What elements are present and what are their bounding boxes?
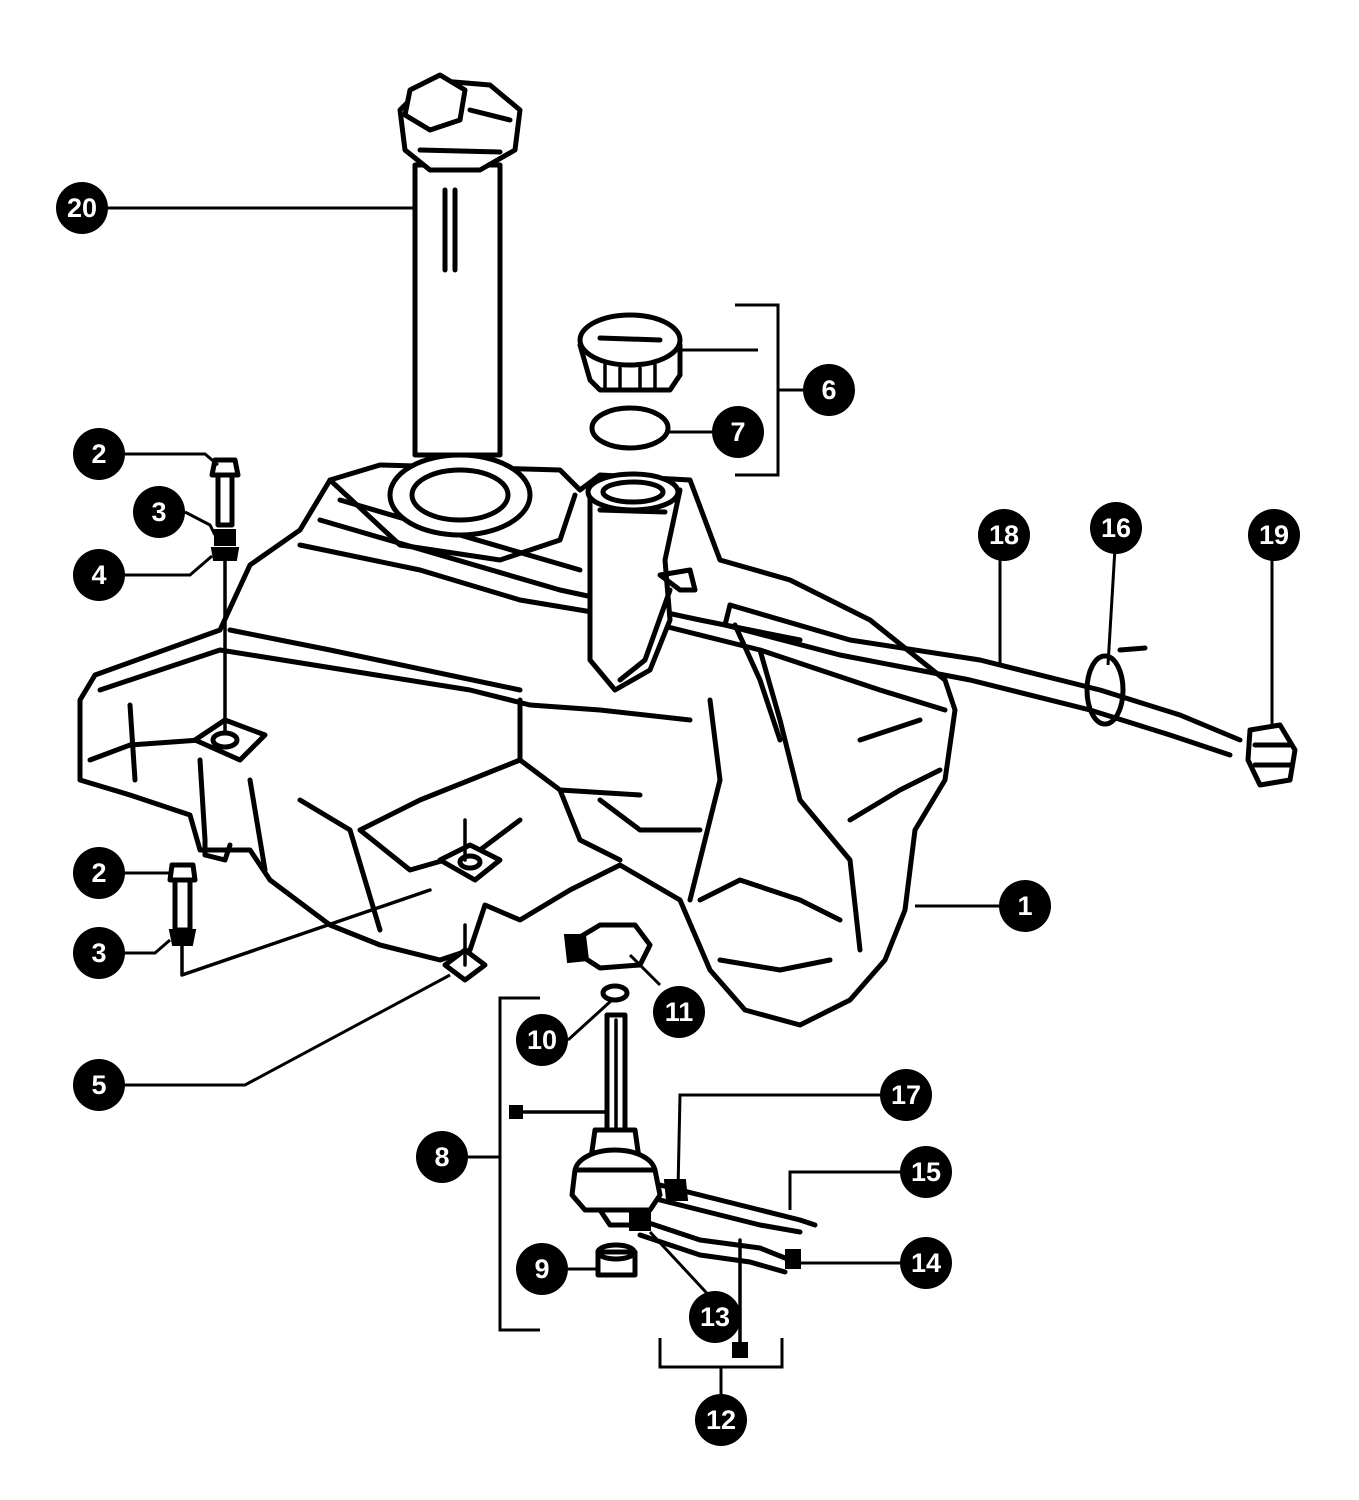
svg-text:13: 13 xyxy=(700,1302,730,1332)
callout-14: 14 xyxy=(900,1237,952,1289)
callout-19: 19 xyxy=(1248,509,1300,561)
callout-8: 8 xyxy=(416,1131,468,1183)
callout-20: 20 xyxy=(56,182,108,234)
callout-2-lower: 2 xyxy=(73,847,125,899)
vent-hose xyxy=(722,602,1298,788)
svg-text:2: 2 xyxy=(91,858,106,888)
callout-16: 16 xyxy=(1090,502,1142,554)
callout-15: 15 xyxy=(900,1146,952,1198)
callout-17: 17 xyxy=(880,1069,932,1121)
svg-text:20: 20 xyxy=(67,193,97,223)
filler-tube xyxy=(387,72,533,538)
svg-text:4: 4 xyxy=(91,560,106,590)
svg-text:8: 8 xyxy=(434,1142,449,1172)
svg-text:18: 18 xyxy=(989,520,1019,550)
lower-bolt xyxy=(167,818,467,977)
callout-6: 6 xyxy=(803,364,855,416)
callout-5: 5 xyxy=(73,1059,125,1111)
callout-7: 7 xyxy=(712,406,764,458)
svg-text:14: 14 xyxy=(911,1248,941,1278)
svg-text:5: 5 xyxy=(91,1070,106,1100)
svg-text:19: 19 xyxy=(1259,520,1289,550)
svg-text:16: 16 xyxy=(1101,513,1131,543)
callout-3-lower: 3 xyxy=(73,927,125,979)
svg-text:7: 7 xyxy=(730,417,745,447)
svg-text:12: 12 xyxy=(706,1405,736,1435)
svg-text:6: 6 xyxy=(821,375,836,405)
svg-text:3: 3 xyxy=(91,938,106,968)
callout-2-upper: 2 xyxy=(73,428,125,480)
fuel-tap-assembly xyxy=(509,922,818,1358)
svg-text:11: 11 xyxy=(665,997,694,1027)
callout-9: 9 xyxy=(516,1243,568,1295)
svg-text:10: 10 xyxy=(527,1025,557,1055)
svg-text:9: 9 xyxy=(534,1254,549,1284)
callout-11: 11 xyxy=(653,986,705,1038)
callout-3-upper: 3 xyxy=(133,486,185,538)
callout-10: 10 xyxy=(516,1014,568,1066)
callout-4: 4 xyxy=(73,549,125,601)
svg-text:1: 1 xyxy=(1017,891,1032,921)
upper-bolt xyxy=(209,457,241,732)
svg-text:2: 2 xyxy=(91,439,106,469)
leader-lines xyxy=(108,206,1274,1395)
filler-neck-assembly xyxy=(577,312,698,693)
callout-13: 13 xyxy=(689,1291,741,1343)
callout-12: 12 xyxy=(695,1394,747,1446)
callout-18: 18 xyxy=(978,509,1030,561)
callout-1: 1 xyxy=(999,880,1051,932)
svg-text:3: 3 xyxy=(151,497,166,527)
svg-text:17: 17 xyxy=(891,1080,921,1110)
svg-text:15: 15 xyxy=(911,1157,941,1187)
